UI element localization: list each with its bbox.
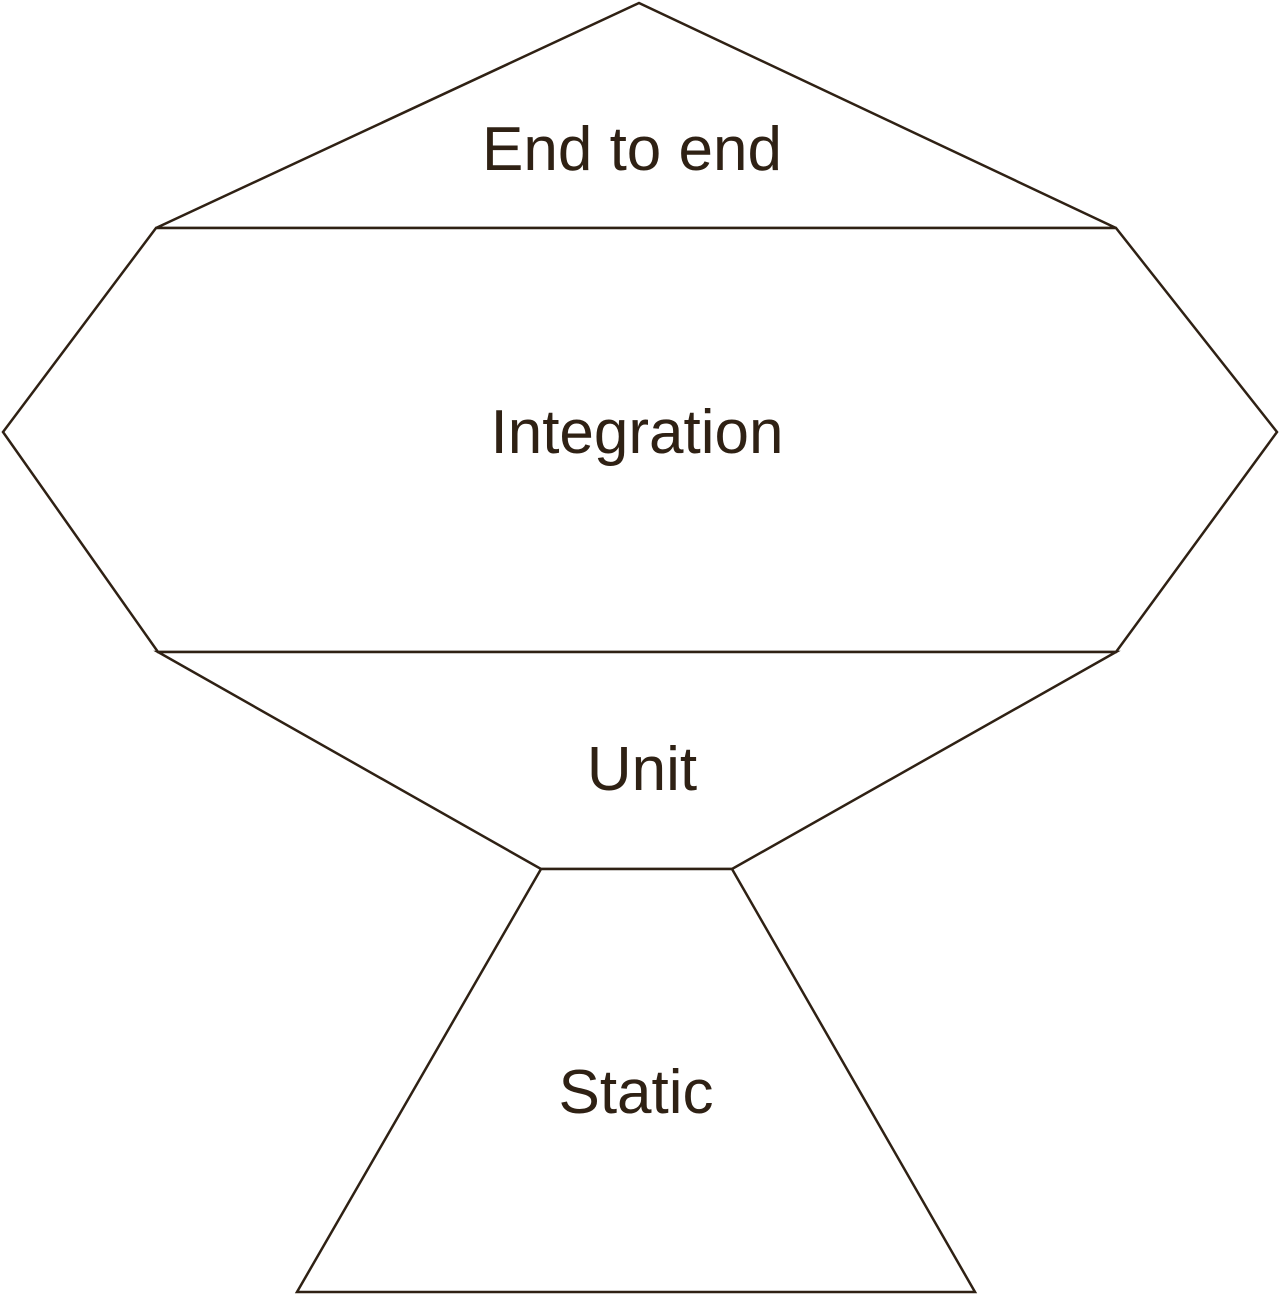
static-label: Static <box>558 1058 713 1127</box>
layer-end-to-end: End to end <box>155 1 1117 230</box>
integration-label: Integration <box>491 398 784 467</box>
static-shape <box>294 867 978 1294</box>
layer-unit: Unit <box>153 650 1121 871</box>
end-to-end-label: End to end <box>482 115 782 184</box>
layer-integration: Integration <box>1 226 1279 654</box>
layer-static: Static <box>294 867 978 1294</box>
unit-label: Unit <box>587 735 697 804</box>
